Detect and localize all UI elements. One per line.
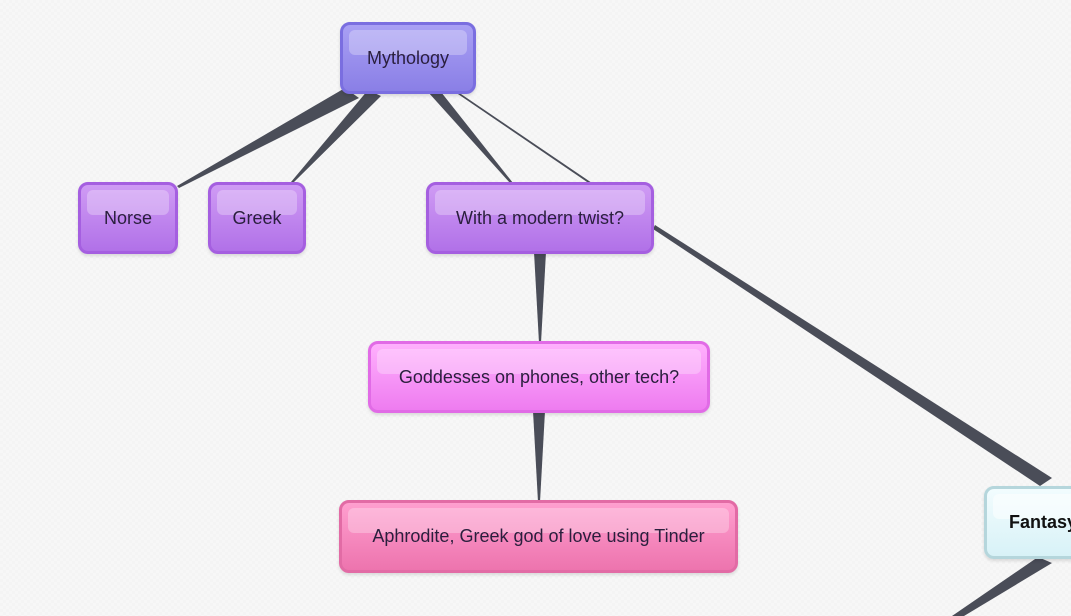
node-mythology[interactable]: Mythology: [340, 22, 476, 94]
node-goddesses-label: Goddesses on phones, other tech?: [398, 366, 680, 387]
node-modern-twist[interactable]: With a modern twist?: [426, 182, 654, 254]
node-norse-label: Norse: [103, 207, 152, 228]
node-goddesses[interactable]: Goddesses on phones, other tech?: [368, 341, 710, 413]
link-mythology-greek: [291, 90, 381, 183]
node-aphrodite-label: Aphrodite, Greek god of love using Tinde…: [372, 526, 705, 546]
link-fantasy-offscreen: [952, 557, 1052, 616]
node-aphrodite[interactable]: Aphrodite, Greek god of love using Tinde…: [339, 500, 738, 573]
link-goddesses-aphrodite: [533, 411, 545, 502]
node-mythology-label: Mythology: [366, 47, 450, 68]
node-fantasy[interactable]: Fantasy: [984, 486, 1071, 559]
link-mythology-norse: [177, 88, 359, 188]
node-norse[interactable]: Norse: [78, 182, 178, 254]
node-fantasy-label: Fantasy: [1009, 512, 1071, 532]
link-twist-goddesses: [534, 252, 546, 343]
link-mythology-twist-thick: [428, 92, 513, 183]
node-greek[interactable]: Greek: [208, 182, 306, 254]
node-greek-label: Greek: [232, 207, 282, 228]
link-mythology-twist-thin: [455, 92, 592, 184]
link-twist-fantasy: [653, 225, 1052, 486]
node-modern-twist-label: With a modern twist?: [455, 207, 625, 228]
